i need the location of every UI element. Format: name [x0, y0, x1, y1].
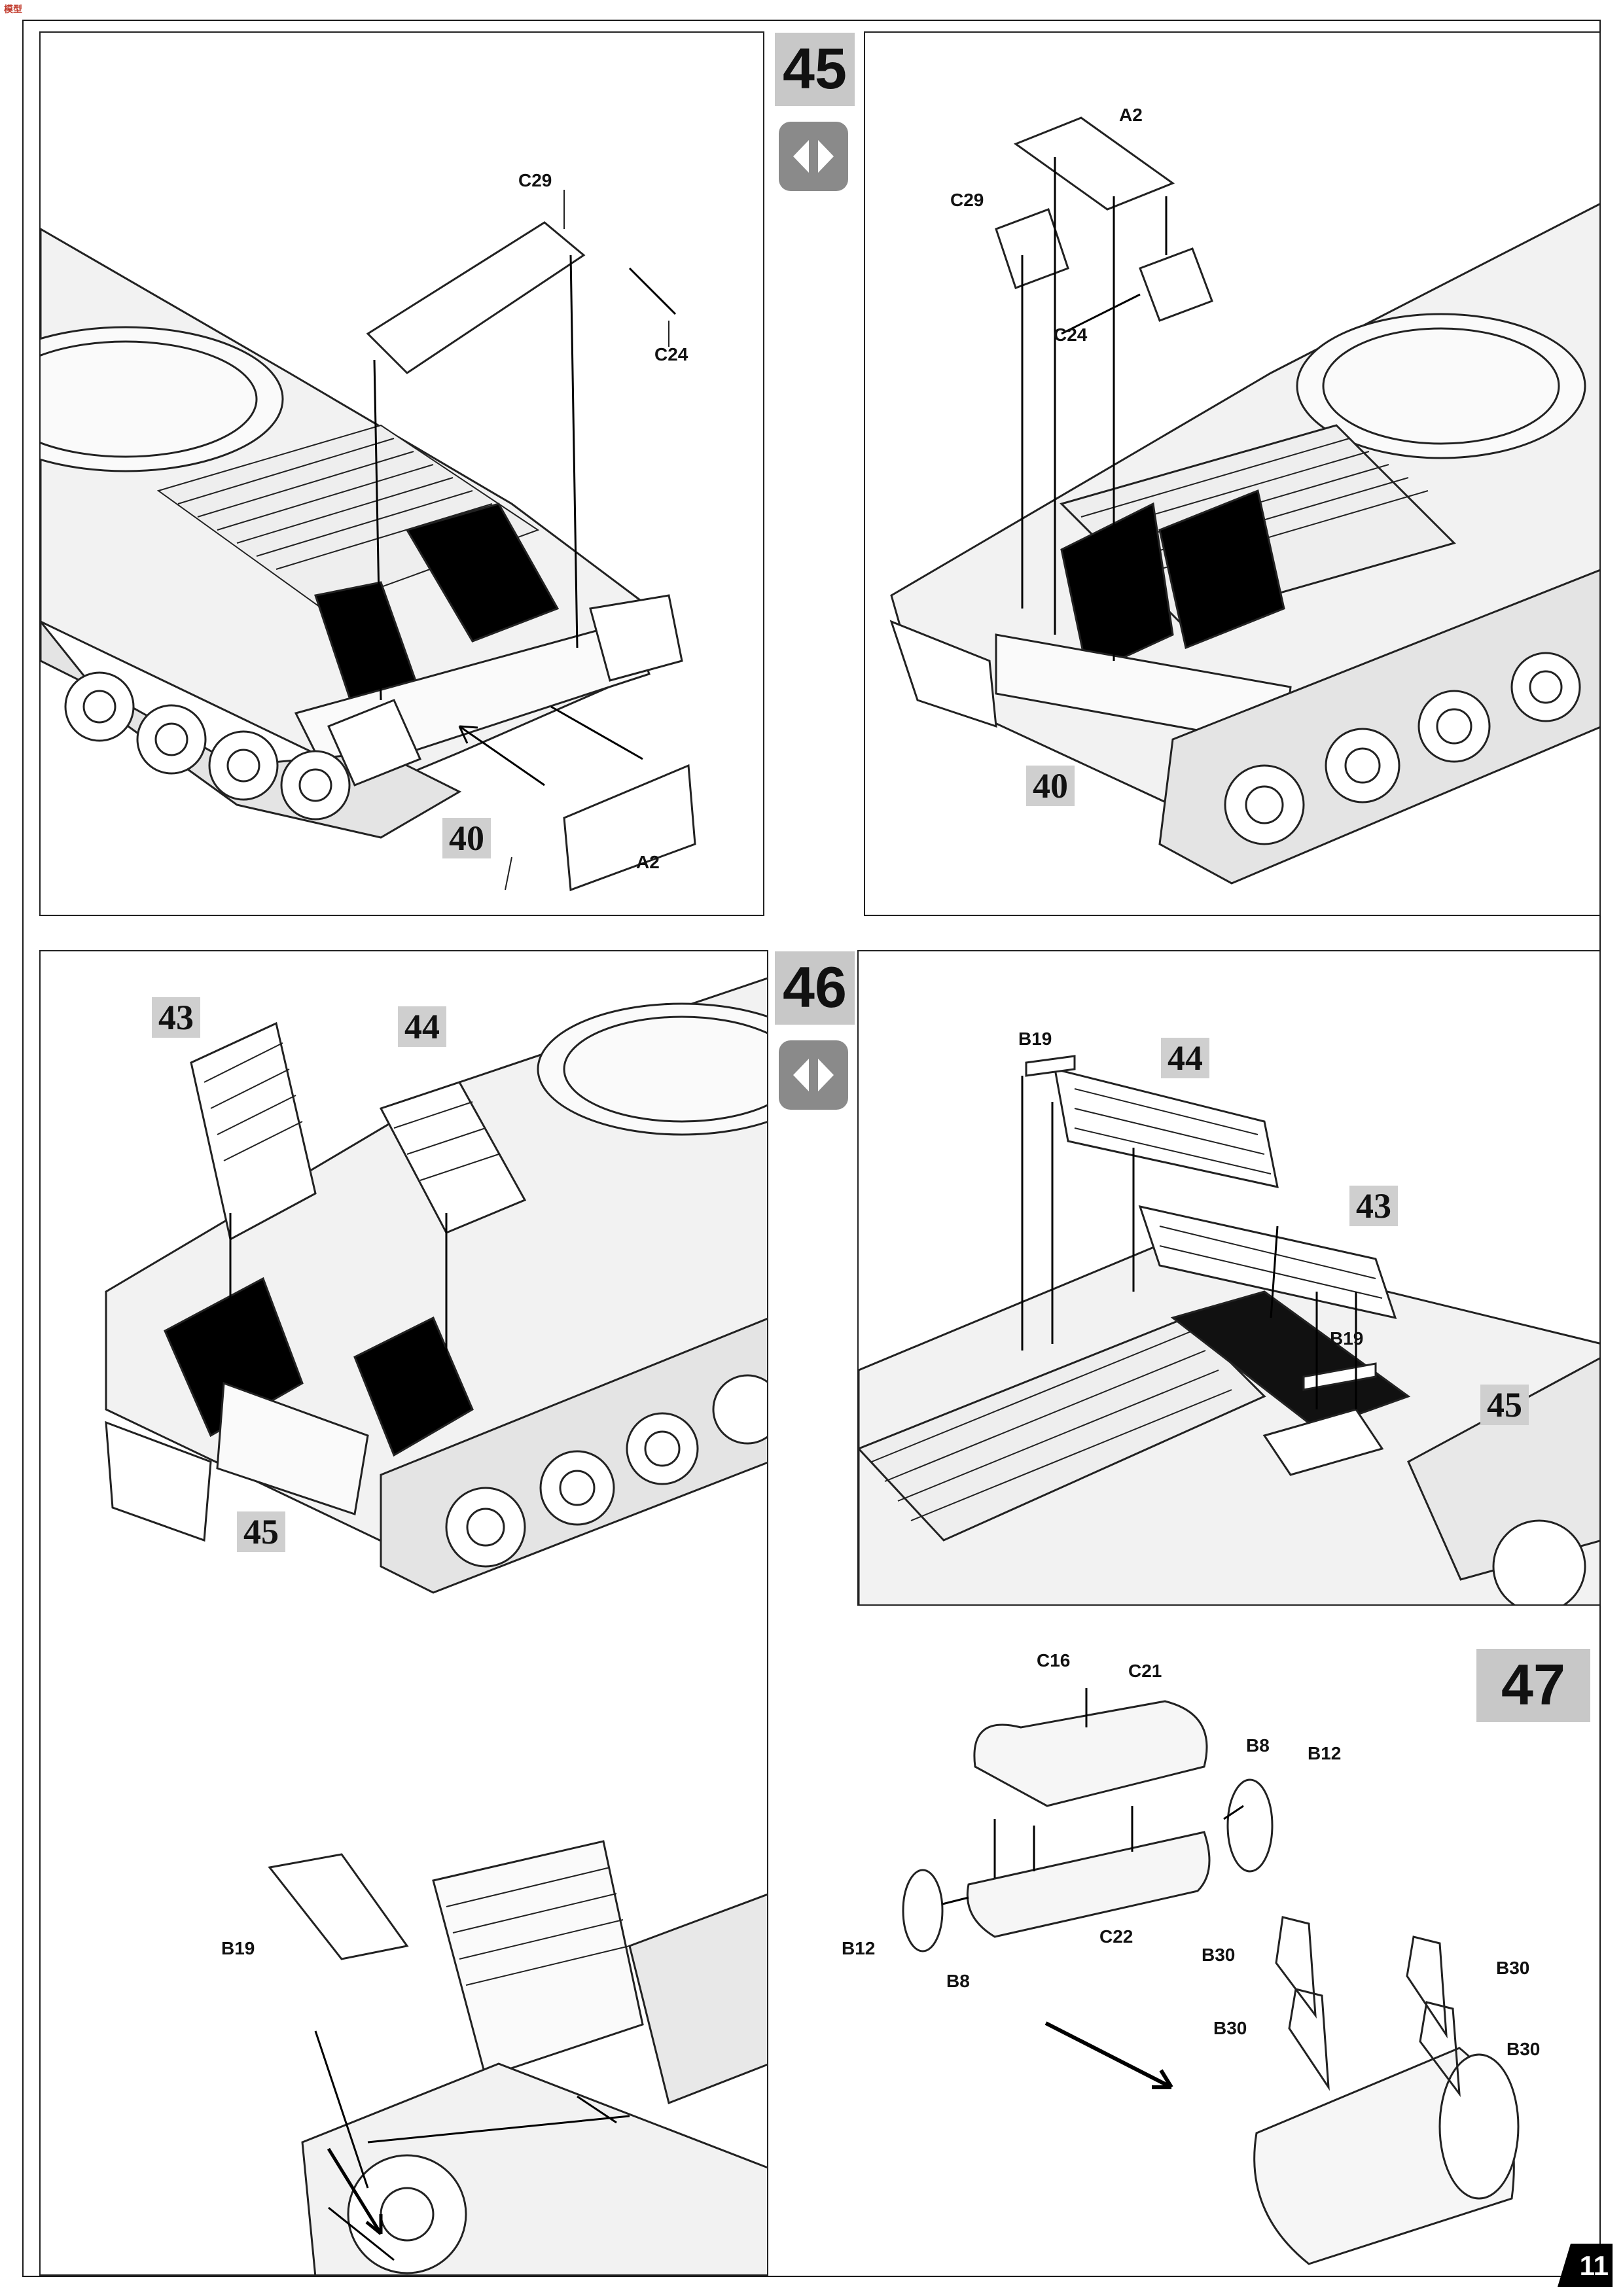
label-a2: A2: [1119, 105, 1143, 125]
label-c24: C24: [1054, 325, 1088, 345]
label-c21: C21: [1128, 1661, 1162, 1681]
tank-rear-grilles-illustration: [105, 977, 767, 2274]
step46-right-panel: B19 44 43 B19 45: [857, 950, 1601, 1606]
subassembly-40: 40: [1026, 766, 1075, 806]
subassembly-40: 40: [442, 818, 491, 858]
flip-view-icon: [779, 122, 848, 191]
step46-left-panel: 43 44 45 B19: [39, 950, 768, 2276]
tank-rear-alt-illustration: [889, 116, 1599, 885]
subassembly-44: 44: [398, 1006, 446, 1047]
flip-view-icon: [779, 1040, 848, 1110]
subassembly-45: 45: [237, 1511, 285, 1552]
label-a2: A2: [636, 852, 660, 872]
label-b30: B30: [1202, 1945, 1236, 1965]
tank-rear-illustration: [41, 190, 696, 892]
step-number-46: 46: [775, 951, 855, 1025]
label-c16: C16: [1037, 1650, 1071, 1670]
label-c24: C24: [654, 344, 688, 364]
label-c29: C29: [518, 170, 552, 190]
label-b30: B30: [1507, 2039, 1541, 2059]
subassembly-43: 43: [1349, 1186, 1398, 1226]
page-number: 11: [1579, 2250, 1609, 2281]
grille-install-illustration: [859, 1055, 1599, 1604]
label-b30: B30: [1213, 2018, 1247, 2038]
label-b8: B8: [946, 1971, 970, 1991]
page-number-tab: [1558, 2244, 1613, 2287]
label-b19: B19: [221, 1938, 255, 1958]
label-b19: B19: [1330, 1328, 1364, 1349]
label-b30: B30: [1496, 1958, 1530, 1978]
label-b12: B12: [842, 1938, 876, 1958]
step45-right-panel: A2 C29 C24 40: [864, 31, 1601, 916]
subassembly-43: 43: [152, 997, 200, 1038]
step-number-47: 47: [1476, 1649, 1590, 1722]
step-number-45: 45: [775, 33, 855, 106]
subassembly-44: 44: [1161, 1038, 1209, 1078]
label-b12: B12: [1308, 1743, 1342, 1763]
subassembly-45: 45: [1480, 1385, 1529, 1425]
step45-left-panel: C29 C24 A2 40: [39, 31, 764, 916]
label-b8: B8: [1246, 1735, 1270, 1756]
label-c22: C22: [1099, 1926, 1133, 1947]
label-b19: B19: [1018, 1029, 1052, 1049]
brand-mark: 模型: [4, 5, 22, 15]
label-c29: C29: [950, 190, 984, 210]
